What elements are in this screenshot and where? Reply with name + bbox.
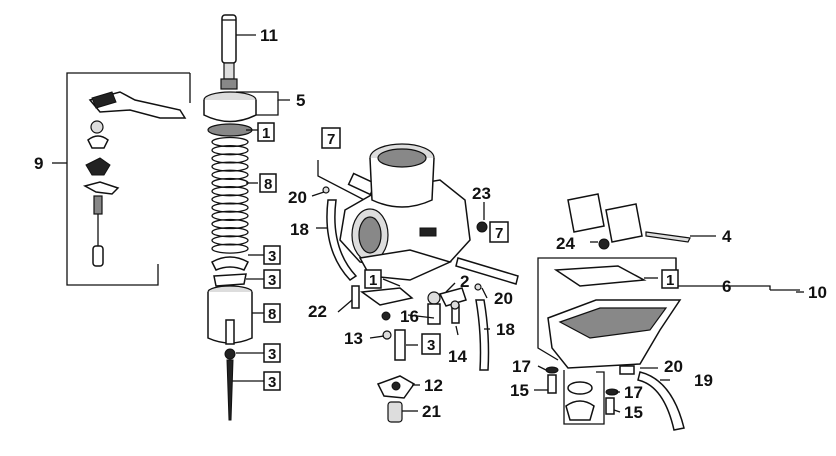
callout-10: 10 <box>808 283 827 302</box>
callout-22: 22 <box>308 302 327 321</box>
callout-1-boxed-c: 1 <box>666 272 674 289</box>
callout-23: 23 <box>472 184 491 203</box>
callout-20-a: 20 <box>288 188 307 207</box>
float-bowl-assembly <box>537 193 800 431</box>
callout-14: 14 <box>448 347 467 366</box>
cable-bracket-group <box>52 72 191 286</box>
leader-lines <box>232 34 804 413</box>
callout-8-boxed-b: 8 <box>268 306 276 323</box>
callout-1-boxed-a: 1 <box>262 125 270 142</box>
callout-20-c: 20 <box>664 357 683 376</box>
callout-12: 12 <box>424 376 443 395</box>
spring-coil <box>211 145 249 156</box>
callout-3-boxed-b: 3 <box>268 272 276 289</box>
callout-18-a: 18 <box>290 220 309 239</box>
callout-19: 19 <box>694 371 713 390</box>
callout-7-boxed-b: 7 <box>495 225 503 242</box>
spring-coil <box>211 218 249 230</box>
callout-24: 24 <box>556 234 575 253</box>
spring-coil <box>211 194 249 205</box>
callout-20-b: 20 <box>494 289 513 308</box>
spring-coil <box>211 161 249 172</box>
callout-11: 11 <box>260 26 278 45</box>
spring-coil <box>211 153 249 164</box>
callout-3-boxed-c: 3 <box>268 346 276 363</box>
slide-assembly <box>203 14 257 421</box>
spring-coil <box>211 202 249 213</box>
callout-16: 16 <box>400 307 419 326</box>
spring <box>211 136 249 254</box>
callout-8-boxed-a: 8 <box>264 176 272 193</box>
spring-coil <box>211 210 249 221</box>
callout-9: 9 <box>34 154 43 173</box>
spring-coil <box>211 235 249 246</box>
callout-17-b: 17 <box>624 383 643 402</box>
callout-labels: 11 5 1 9 8 3 3 8 3 3 7 20 18 23 7 1 2 20… <box>34 26 827 422</box>
callout-18-b: 18 <box>496 320 515 339</box>
callout-3-boxed-a: 3 <box>268 248 276 265</box>
callout-3-boxed-d: 3 <box>268 374 276 391</box>
callout-7-boxed-a: 7 <box>327 131 335 148</box>
callout-2: 2 <box>460 272 469 291</box>
callout-3-boxed-e: 3 <box>427 337 435 354</box>
callout-1-boxed-b: 1 <box>369 272 377 289</box>
callout-5: 5 <box>296 91 305 110</box>
callout-21: 21 <box>422 402 441 421</box>
callout-13: 13 <box>344 329 363 348</box>
spring-coil <box>211 136 249 148</box>
spring-coil <box>211 169 249 180</box>
spring-coil <box>211 186 249 197</box>
callout-15-b: 15 <box>624 403 643 422</box>
spring-coil <box>211 227 249 238</box>
callout-17-a: 17 <box>512 357 531 376</box>
carburetor-body <box>317 143 519 423</box>
spring-coil <box>211 243 249 254</box>
callout-6: 6 <box>722 277 731 296</box>
callout-15-a: 15 <box>510 381 529 400</box>
callout-4: 4 <box>722 227 732 246</box>
